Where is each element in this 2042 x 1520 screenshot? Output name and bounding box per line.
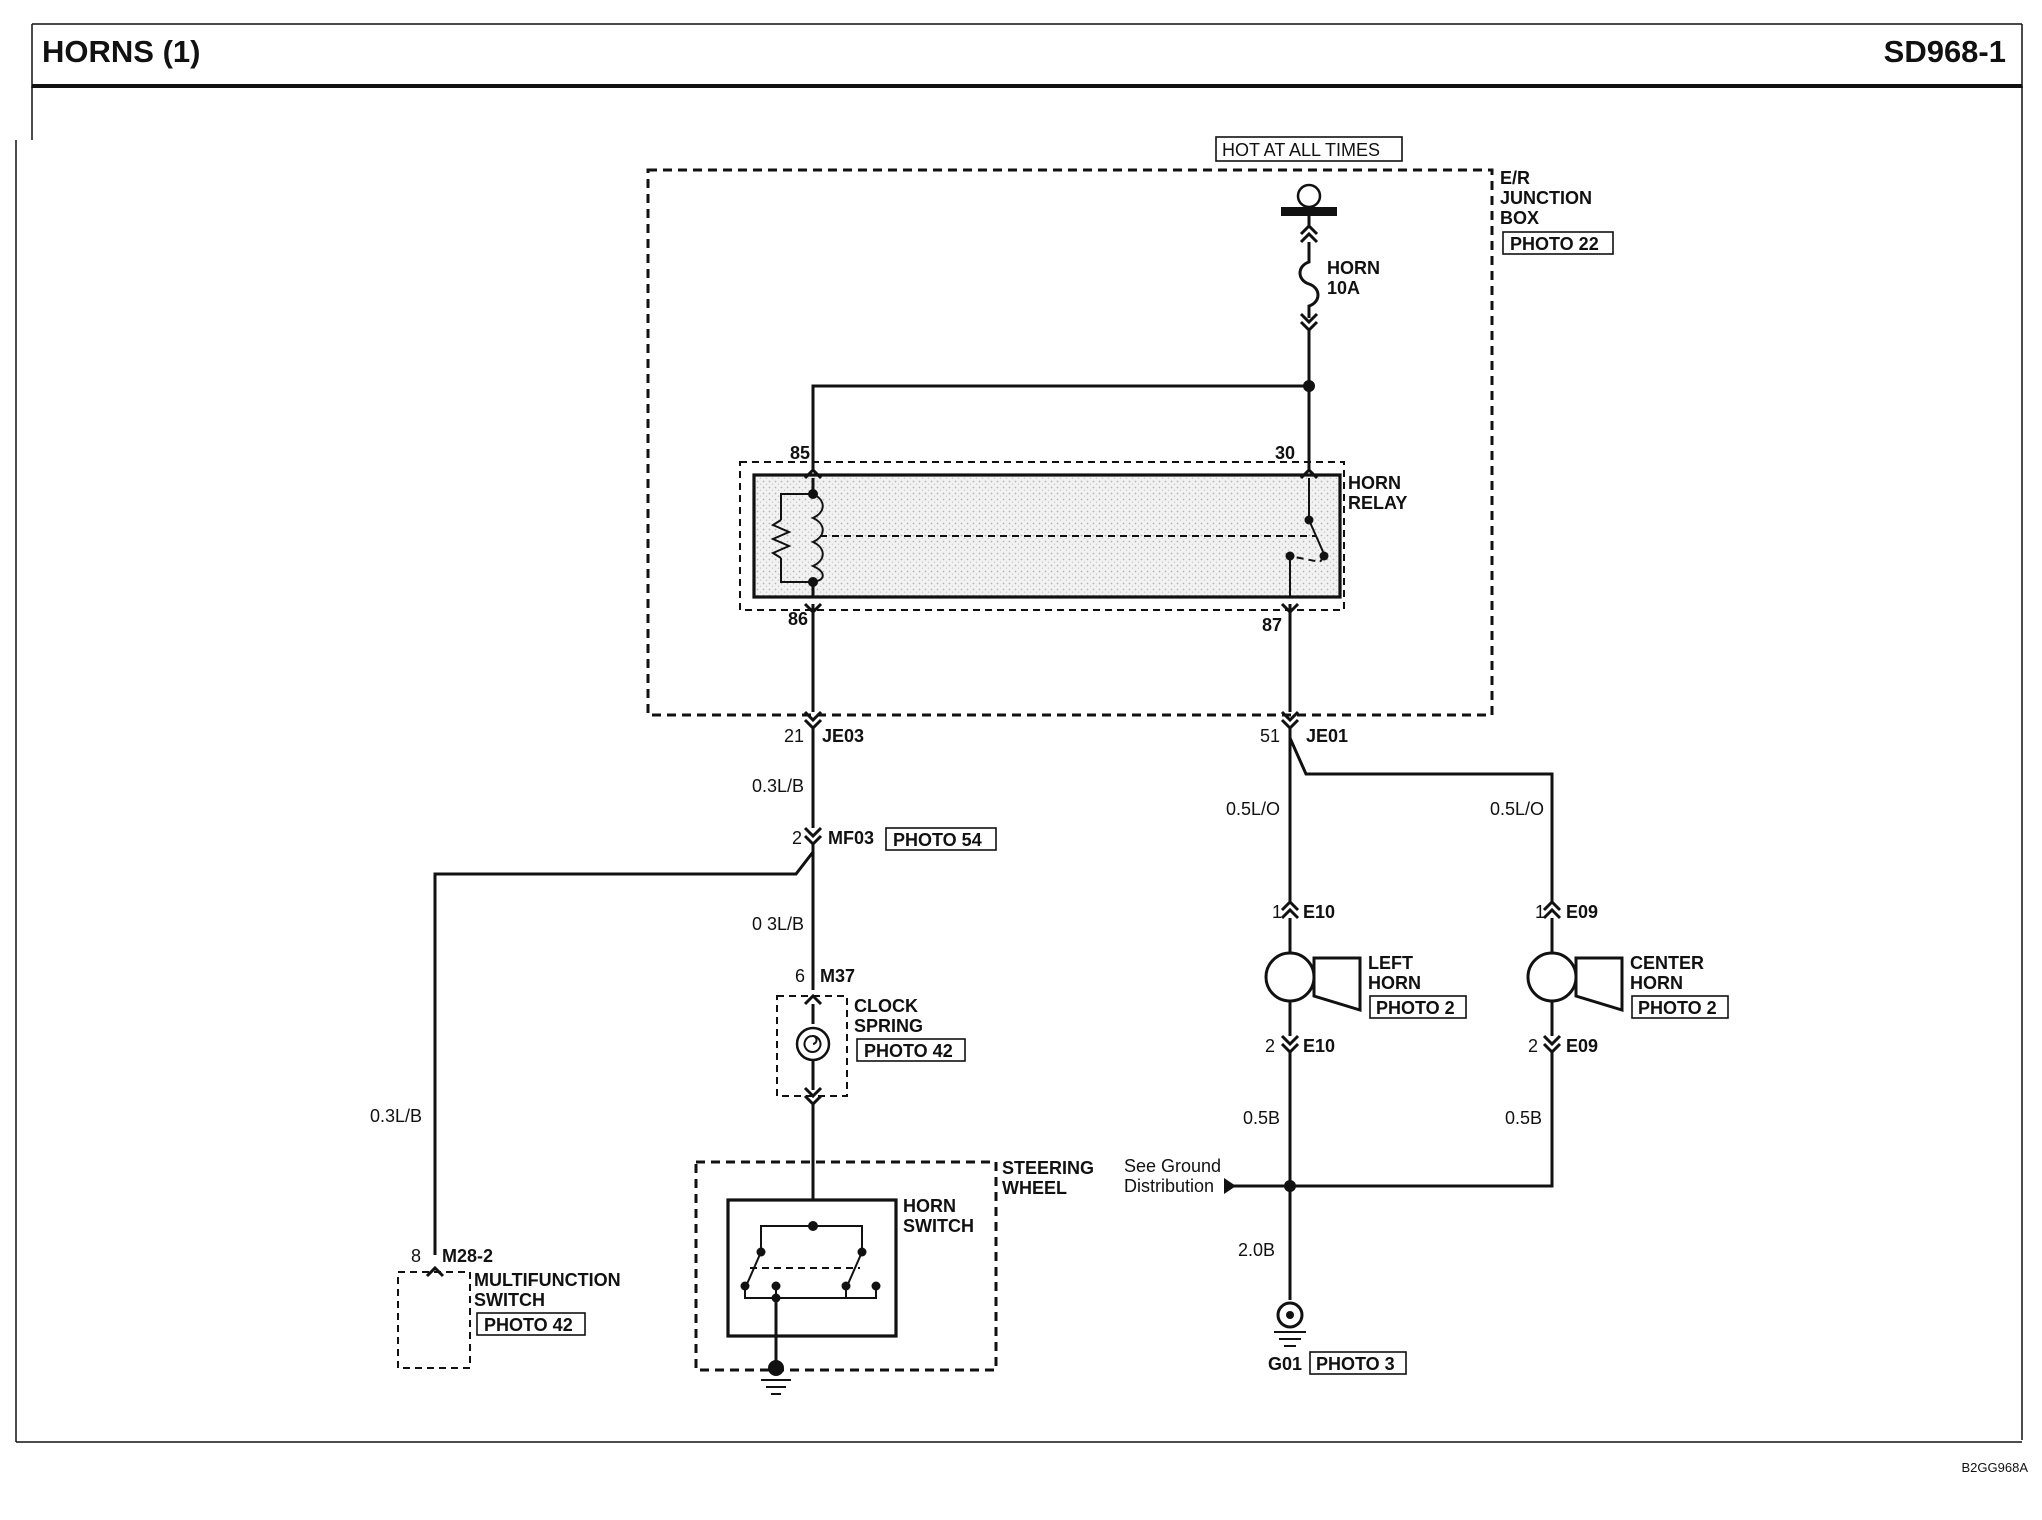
- wire-ground-main: 2.0B: [1238, 1240, 1275, 1260]
- svg-text:SPRING: SPRING: [854, 1016, 923, 1036]
- je03-pin: 21: [784, 726, 804, 746]
- ground-photo-box: [1309, 1351, 1407, 1375]
- center-horn-icon: [1526, 951, 1624, 1013]
- svg-text:JUNCTION: JUNCTION: [1500, 188, 1592, 208]
- wire-je03-mf03: 0.3L/B: [752, 776, 804, 796]
- wire-je01-center: 0.5L/O: [1490, 799, 1544, 819]
- power-terminal-icon: [1281, 183, 1337, 216]
- mf03-photo: PHOTO 54: [893, 830, 982, 850]
- wire-mf03-m28: 0.3L/B: [370, 1106, 422, 1126]
- e09-top-pin: 1: [1535, 902, 1545, 922]
- horn-switch-contacts-icon: [740, 1221, 881, 1303]
- mf03-pin: 2: [792, 828, 802, 848]
- svg-text:HORN: HORN: [903, 1196, 956, 1216]
- ground-splice-dot: [1284, 1180, 1296, 1192]
- svg-text:LEFT: LEFT: [1368, 953, 1413, 973]
- e10-top-connector: E10: [1303, 902, 1335, 922]
- fuse-label: HORN 10A: [1327, 258, 1380, 298]
- svg-text:WHEEL: WHEEL: [1002, 1178, 1067, 1198]
- horn-fuse-icon: [1298, 242, 1320, 318]
- svg-text:HORN: HORN: [1327, 258, 1380, 278]
- mf03-connector: MF03: [828, 828, 874, 848]
- diagram-code: SD968-1: [1883, 34, 2006, 69]
- m37-connector: M37: [820, 966, 855, 986]
- clock-spring-icon: [795, 1026, 831, 1062]
- svg-text:PHOTO 22: PHOTO 22: [1510, 234, 1599, 254]
- svg-text:HORN: HORN: [1348, 473, 1401, 493]
- svg-text:CENTER: CENTER: [1630, 953, 1704, 973]
- mf03-photo-box: [885, 827, 997, 851]
- je03-connector: JE03: [822, 726, 864, 746]
- junction-box-label: E/R JUNCTION BOX PHOTO 22: [1500, 168, 1614, 255]
- e09-bot-pin: 2: [1528, 1036, 1538, 1056]
- svg-text:PHOTO 2: PHOTO 2: [1638, 998, 1717, 1018]
- svg-text:SWITCH: SWITCH: [903, 1216, 974, 1236]
- ground-ref-label: See Ground Distribution: [1124, 1156, 1221, 1196]
- relay-pin-87: 87: [1262, 615, 1282, 635]
- steering-wheel-box: [694, 1160, 998, 1372]
- left-horn-icon: [1264, 951, 1362, 1013]
- e10-top-pin: 1: [1272, 902, 1282, 922]
- power-source-label: HOT AT ALL TIMES: [1215, 136, 1403, 162]
- svg-text:PHOTO 42: PHOTO 42: [484, 1315, 573, 1335]
- m28-connector: M28-2: [442, 1246, 493, 1266]
- svg-text:CLOCK: CLOCK: [854, 996, 918, 1016]
- m37-pin: 6: [795, 966, 805, 986]
- svg-text:RELAY: RELAY: [1348, 493, 1407, 513]
- relay-inner-dashed: [739, 461, 1345, 611]
- multifunction-switch-label: MULTIFUNCTION SWITCH PHOTO 42: [474, 1270, 621, 1336]
- horn-relay-label: HORN RELAY: [1348, 473, 1407, 513]
- svg-text:HOT AT ALL TIMES: HOT AT ALL TIMES: [1222, 140, 1380, 160]
- relay-resistor-icon: [770, 519, 792, 559]
- wire-left-ground: 0.5B: [1243, 1108, 1280, 1128]
- svg-text:PHOTO 42: PHOTO 42: [864, 1041, 953, 1061]
- je01-connector: JE01: [1306, 726, 1348, 746]
- horn-switch-label: HORN SWITCH: [903, 1196, 974, 1236]
- svg-text:PHOTO 2: PHOTO 2: [1376, 998, 1455, 1018]
- center-horn-label: CENTER HORN PHOTO 2: [1630, 953, 1729, 1019]
- relay-pin-86: 86: [788, 609, 808, 629]
- svg-text:BOX: BOX: [1500, 208, 1539, 228]
- wire-je01-left: 0.5L/O: [1226, 799, 1280, 819]
- wire-mf03-m37: 0 3L/B: [752, 914, 804, 934]
- drawing-number: B2GG968A: [1961, 1460, 2029, 1475]
- m28-pin: 8: [411, 1246, 421, 1266]
- svg-text:10A: 10A: [1327, 278, 1360, 298]
- svg-text:See Ground: See Ground: [1124, 1156, 1221, 1176]
- svg-text:HORN: HORN: [1368, 973, 1421, 993]
- junction-box-outline: [646, 168, 1494, 717]
- svg-text:HORN: HORN: [1630, 973, 1683, 993]
- ground-ref-arrow-icon: [1224, 1178, 1236, 1194]
- relay-pin-30: 30: [1275, 443, 1295, 463]
- page-frame: [15, 23, 2023, 1443]
- steering-wheel-label: STEERING WHEEL: [1002, 1158, 1094, 1198]
- clock-spring-label: CLOCK SPRING PHOTO 42: [854, 996, 966, 1062]
- ground-g01-icon: [1274, 1301, 1306, 1347]
- wire-center-ground: 0.5B: [1505, 1108, 1542, 1128]
- svg-text:STEERING: STEERING: [1002, 1158, 1094, 1178]
- page-title: HORNS (1): [42, 34, 201, 69]
- relay-contact-icon: [1308, 519, 1325, 555]
- e09-bot-connector: E09: [1566, 1036, 1598, 1056]
- ground-g01-label: G01: [1268, 1354, 1302, 1374]
- e10-bot-pin: 2: [1265, 1036, 1275, 1056]
- svg-text:E/R: E/R: [1500, 168, 1530, 188]
- svg-text:MULTIFUNCTION: MULTIFUNCTION: [474, 1270, 621, 1290]
- svg-text:Distribution: Distribution: [1124, 1176, 1214, 1196]
- e10-bot-connector: E10: [1303, 1036, 1335, 1056]
- e09-top-connector: E09: [1566, 902, 1598, 922]
- relay-pin-85: 85: [790, 443, 810, 463]
- left-horn-label: LEFT HORN PHOTO 2: [1368, 953, 1467, 1019]
- relay-coil-icon: [810, 493, 824, 583]
- multifunction-switch-box: [397, 1271, 471, 1369]
- horn-switch-ground-icon: [761, 1360, 791, 1395]
- ground-photo: PHOTO 3: [1316, 1354, 1395, 1374]
- je01-pin: 51: [1260, 726, 1280, 746]
- svg-text:SWITCH: SWITCH: [474, 1290, 545, 1310]
